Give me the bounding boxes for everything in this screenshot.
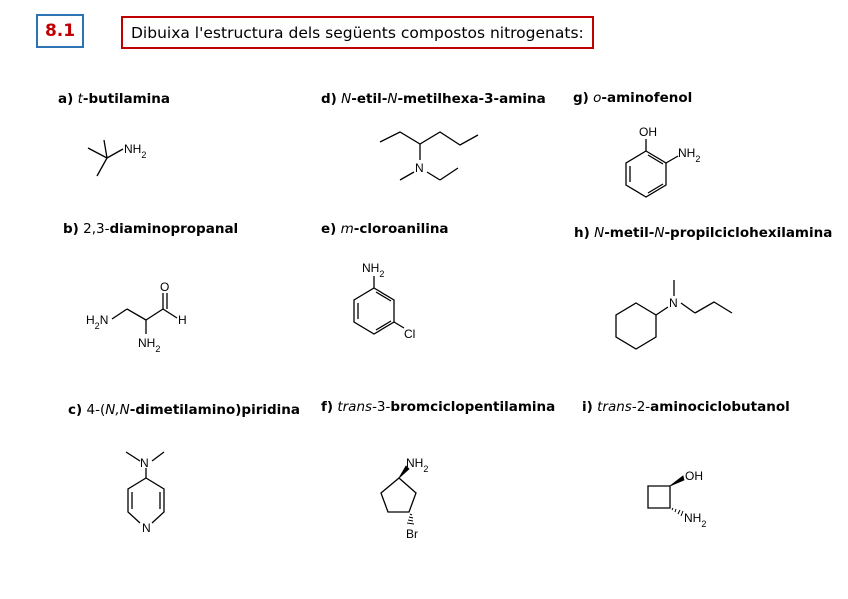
atom-h2n: H2N — [86, 313, 108, 331]
atom-n-amine: N — [140, 456, 149, 470]
atom-n-ring: N — [142, 521, 151, 535]
atom-cl: Cl — [404, 327, 415, 341]
atom-oh: OH — [639, 125, 657, 139]
atom-n: N — [415, 161, 424, 175]
label-a: a) t-butilamina — [58, 91, 170, 107]
atom-o: O — [160, 280, 169, 294]
structure-d-hexanamine: N — [379, 131, 479, 181]
atom-nh2: NH2 — [138, 336, 160, 354]
atom-h: H — [178, 313, 187, 327]
label-h: h) N-metil-N-propilciclohexilamina — [574, 225, 833, 241]
label-e: e) m-cloroanilina — [321, 221, 449, 237]
structure-h-cyclohexylamine: N — [615, 280, 733, 350]
label-c: c) 4-(N,N-dimetilamino)piridina — [68, 402, 300, 418]
atom-nh2: NH2 — [678, 146, 700, 164]
structure-g-aminophenol: OH NH2 — [625, 125, 700, 198]
atom-oh: OH — [685, 469, 703, 483]
label-g: g) o-aminofenol — [573, 90, 693, 106]
label-b: b) 2,3-diaminopropanal — [63, 221, 239, 237]
structure-e-chloroaniline: NH2 Cl — [353, 261, 415, 341]
atom-n: N — [669, 296, 678, 310]
atom-nh2: NH2 — [124, 142, 146, 160]
atom-br: Br — [406, 527, 418, 541]
atom-nh2: NH2 — [684, 511, 706, 529]
structure-i-aminocyclobutanol: OH NH2 — [647, 469, 706, 529]
atom-nh2: NH2 — [406, 456, 428, 474]
exercise-instruction: Dibuixa l'estructura dels següents compo… — [121, 16, 594, 49]
label-f: f) trans-3-bromciclopentilamina — [321, 399, 556, 415]
structure-b-diaminopropanal: O H H2N NH2 — [86, 280, 187, 354]
structure-c-dmap: N N — [125, 451, 165, 535]
label-d: d) N-etil-N-metilhexa-3-amina — [321, 91, 546, 107]
exercise-number: 8.1 — [36, 14, 84, 48]
label-i: i) trans-2-aminociclobutanol — [582, 399, 790, 415]
atom-nh2: NH2 — [362, 261, 384, 279]
structure-f-cyclopentylamine: NH2 Br — [380, 456, 428, 541]
structure-a-tert-butylamine: NH2 — [87, 139, 146, 177]
